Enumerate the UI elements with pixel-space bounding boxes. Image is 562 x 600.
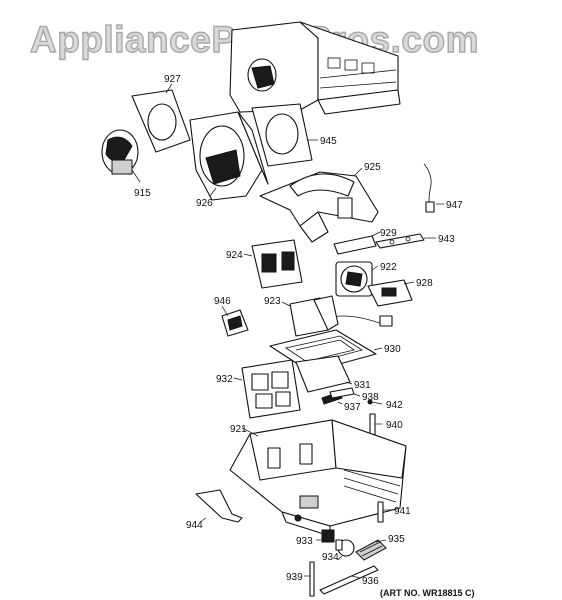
callout-932: 932 [216, 374, 233, 385]
callout-943: 943 [438, 234, 455, 245]
part-935-lens [355, 539, 387, 561]
part-936-strip [319, 565, 379, 595]
top-evaporator-housing [229, 21, 401, 128]
callout-923: 923 [264, 296, 281, 307]
part-929-grille [333, 231, 381, 255]
callout-921: 921 [230, 424, 247, 435]
callout-936: 936 [362, 576, 379, 587]
part-926-air-duct [189, 111, 269, 201]
part-921-housing [229, 419, 407, 537]
part-946-latch [221, 305, 249, 337]
part-931-deflector [295, 355, 353, 393]
part-925-evaporator-cover [259, 167, 379, 243]
callout-939: 939 [286, 572, 303, 583]
part-940-clip [369, 413, 382, 437]
callout-946: 946 [214, 296, 231, 307]
part-944-trim [195, 489, 243, 523]
callout-947: 947 [446, 200, 463, 211]
part-923-control-housing [281, 295, 339, 337]
part-934-bulb [335, 539, 355, 561]
callout-934: 934 [322, 552, 339, 563]
part-947-sensor-wire [423, 163, 444, 213]
callout-927: 927 [164, 74, 181, 85]
part-924-damper [243, 239, 303, 289]
part-939-strip [304, 561, 315, 597]
callout-930: 930 [384, 344, 401, 355]
callout-937: 937 [344, 402, 361, 413]
callout-940: 940 [386, 420, 403, 431]
small-fasteners-group [321, 387, 383, 405]
callout-941: 941 [394, 506, 411, 517]
part-922-fan [335, 261, 379, 297]
part-915-fan-motor [101, 129, 141, 183]
callout-929: 929 [380, 228, 397, 239]
callout-942: 942 [386, 400, 403, 411]
callout-938: 938 [362, 392, 379, 403]
callout-928: 928 [416, 278, 433, 289]
callout-915: 915 [134, 188, 151, 199]
callout-922: 922 [380, 262, 397, 273]
callout-924: 924 [226, 250, 243, 261]
part-927-fan-shroud [131, 83, 191, 153]
art-number-label: (ART NO. WR18815 C) [380, 588, 475, 598]
callout-933: 933 [296, 536, 313, 547]
callout-935: 935 [388, 534, 405, 545]
part-943-bracket [375, 233, 436, 249]
part-932-panel [233, 359, 301, 419]
part-945-seal-plate [251, 103, 318, 167]
callout-944: 944 [186, 520, 203, 531]
callout-925: 925 [364, 162, 381, 173]
part-941-post [377, 501, 392, 523]
part-928-wiring-block [325, 279, 415, 327]
part-933-socket [316, 529, 335, 543]
callout-931: 931 [354, 380, 371, 391]
callout-945: 945 [320, 136, 337, 147]
callout-926: 926 [196, 198, 213, 209]
